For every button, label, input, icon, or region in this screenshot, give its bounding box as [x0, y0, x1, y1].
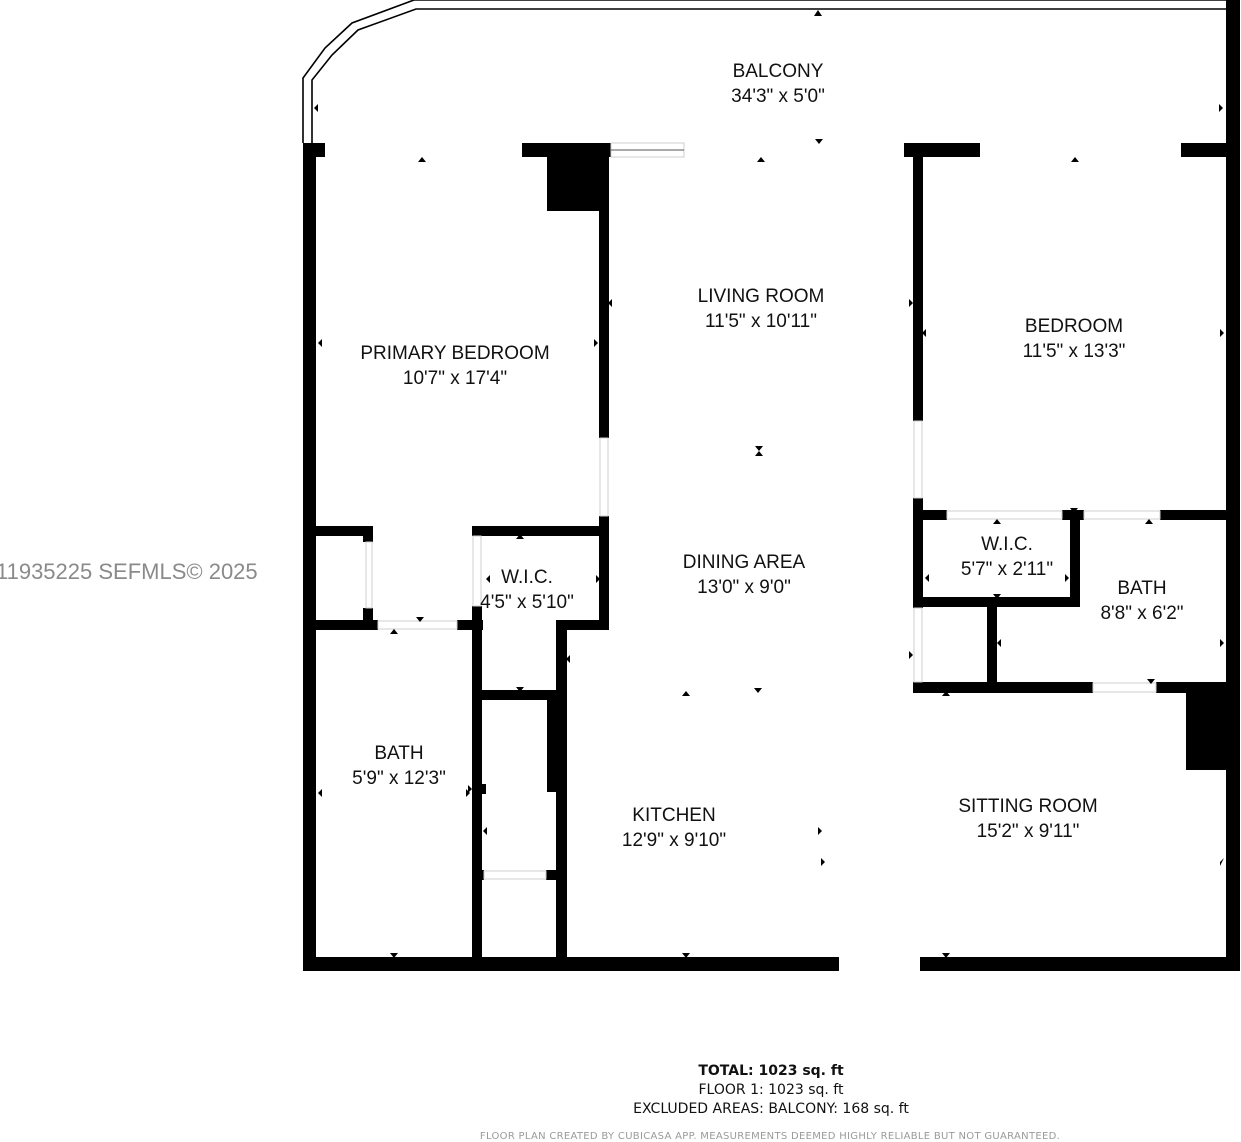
room-dimensions: 8'8" x 6'2"	[1100, 603, 1184, 624]
room-label-balcony: BALCONY 34'3" x 5'0"	[731, 59, 825, 109]
room-name: BATH	[374, 743, 424, 764]
room-name: W.I.C.	[981, 534, 1033, 555]
dimension-markers	[314, 10, 1224, 958]
balcony-railing	[302, 0, 1226, 143]
room-dimensions: 5'7" x 2'11"	[960, 559, 1054, 580]
room-name: PRIMARY BEDROOM	[360, 343, 550, 364]
room-dimensions: 15'2" x 9'11"	[976, 821, 1080, 842]
room-label-dining-area: DINING AREA 13'0" x 9'0"	[683, 550, 805, 600]
room-label-kitchen: KITCHEN 12'9" x 9'10"	[622, 803, 726, 853]
room-name: DINING AREA	[682, 552, 806, 573]
room-name: SITTING ROOM	[958, 796, 1098, 817]
room-dimensions: 10'7" x 17'4"	[402, 368, 508, 389]
walls	[303, 0, 1240, 971]
room-dimensions: 4'5" x 5'10"	[480, 592, 574, 613]
room-dimensions: 11'5" x 10'11"	[705, 311, 817, 332]
room-name: KITCHEN	[632, 805, 716, 826]
room-name: W.I.C.	[501, 567, 553, 588]
room-dimensions: 11'5" x 13'3"	[1022, 341, 1126, 362]
room-label-bath-bedroom: BATH 8'8" x 6'2"	[1100, 576, 1183, 626]
area-summary: TOTAL: 1023 sq. ft FLOOR 1: 1023 sq. ft …	[633, 1062, 909, 1119]
room-label-bath-primary: BATH 5'9" x 12'3"	[352, 741, 446, 791]
room-label-living-room: LIVING ROOM 11'5" x 10'11"	[698, 284, 825, 334]
room-name: BEDROOM	[1024, 316, 1124, 337]
room-label-primary-bedroom: PRIMARY BEDROOM 10'7" x 17'4"	[360, 341, 549, 391]
excluded-area: EXCLUDED AREAS: BALCONY: 168 sq. ft	[633, 1101, 909, 1117]
door-openings	[365, 420, 1161, 880]
room-dimensions: 5'9" x 12'3"	[352, 768, 446, 789]
room-name: BATH	[1117, 578, 1167, 599]
room-dimensions: 13'0" x 9'0"	[697, 577, 791, 598]
room-label-wic-primary: W.I.C. 4'5" x 5'10"	[480, 565, 574, 615]
floor-area: FLOOR 1: 1023 sq. ft	[698, 1082, 844, 1098]
room-dimensions: 12'9" x 9'10"	[621, 830, 727, 851]
mls-watermark: 11935225 SEFMLS© 2025	[0, 559, 258, 584]
total-area: TOTAL: 1023 sq. ft	[698, 1063, 844, 1079]
room-label-bedroom: BEDROOM 11'5" x 13'3"	[1023, 314, 1126, 364]
disclaimer: FLOOR PLAN CREATED BY CUBICASA APP. MEAS…	[479, 1131, 1061, 1142]
room-label-sitting-room: SITTING ROOM 15'2" x 9'11"	[958, 794, 1097, 844]
room-dimensions: 34'3" x 5'0"	[731, 86, 825, 107]
room-name: BALCONY	[732, 61, 824, 82]
room-label-wic-bedroom: W.I.C. 5'7" x 2'11"	[961, 532, 1053, 582]
room-name: LIVING ROOM	[697, 286, 825, 307]
